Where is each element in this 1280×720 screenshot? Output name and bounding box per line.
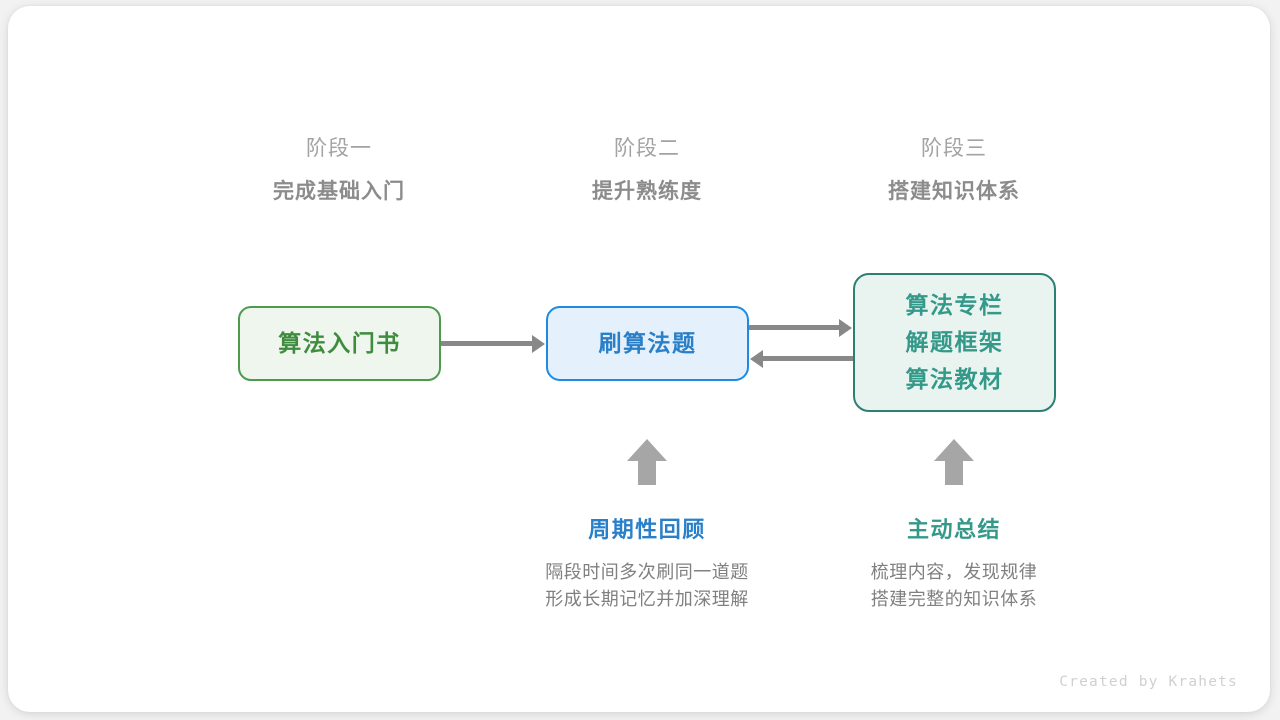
stage-title-3: 搭建知识体系 [888,180,1020,203]
stage-label-1: 阶段一 [306,137,372,160]
stage-header-2: 阶段二 提升熟练度 [517,134,777,208]
node-learning-resources[interactable]: 算法专栏 解题框架 算法教材 [853,273,1056,412]
annotation-active-summary: 主动总结 梳理内容，发现规律 搭建完整的知识体系 [794,514,1114,613]
node-label: 算法入门书 [278,330,401,356]
diagram-card: 阶段一 完成基础入门 阶段二 提升熟练度 阶段三 搭建知识体系 算法入门书 刷算… [8,6,1270,712]
footer-credit: Created by Krahets [1059,674,1238,690]
arrow-up-icon-summary [934,439,974,485]
node-label-line-3: 算法教材 [905,366,1004,392]
annotation-title: 主动总结 [906,517,1001,542]
annotation-desc-line-2: 搭建完整的知识体系 [870,589,1038,609]
arrow-up-shaft [638,460,656,485]
stage-title-2: 提升熟练度 [592,180,702,203]
annotation-desc-line-1: 梳理内容，发现规律 [870,562,1038,582]
stage-label-2: 阶段二 [614,137,680,160]
arrow-up-head [934,439,974,461]
arrow-right-icon-book-to-practice [441,341,533,346]
stage-label-3: 阶段三 [921,137,987,160]
node-practice-problems[interactable]: 刷算法题 [546,306,749,381]
annotation-title: 周期性回顾 [588,517,706,542]
arrow-up-icon-review [627,439,667,485]
annotation-desc-line-2: 形成长期记忆并加深理解 [545,589,749,609]
annotation-desc-line-1: 隔段时间多次刷同一道题 [545,562,749,582]
node-label-line-2: 解题框架 [905,329,1004,355]
arrow-up-head [627,439,667,461]
stage-header-3: 阶段三 搭建知识体系 [824,134,1084,208]
stage-title-1: 完成基础入门 [273,180,405,203]
stage-header-1: 阶段一 完成基础入门 [209,134,469,208]
arrow-up-shaft [945,460,963,485]
annotation-periodic-review: 周期性回顾 隔段时间多次刷同一道题 形成长期记忆并加深理解 [487,514,807,613]
arrow-left-icon-resources-to-practice [762,356,853,361]
node-label: 刷算法题 [598,330,697,356]
node-label-line-1: 算法专栏 [905,292,1004,318]
node-algorithm-intro-book[interactable]: 算法入门书 [238,306,441,381]
arrow-right-icon-practice-to-resources [749,325,840,330]
